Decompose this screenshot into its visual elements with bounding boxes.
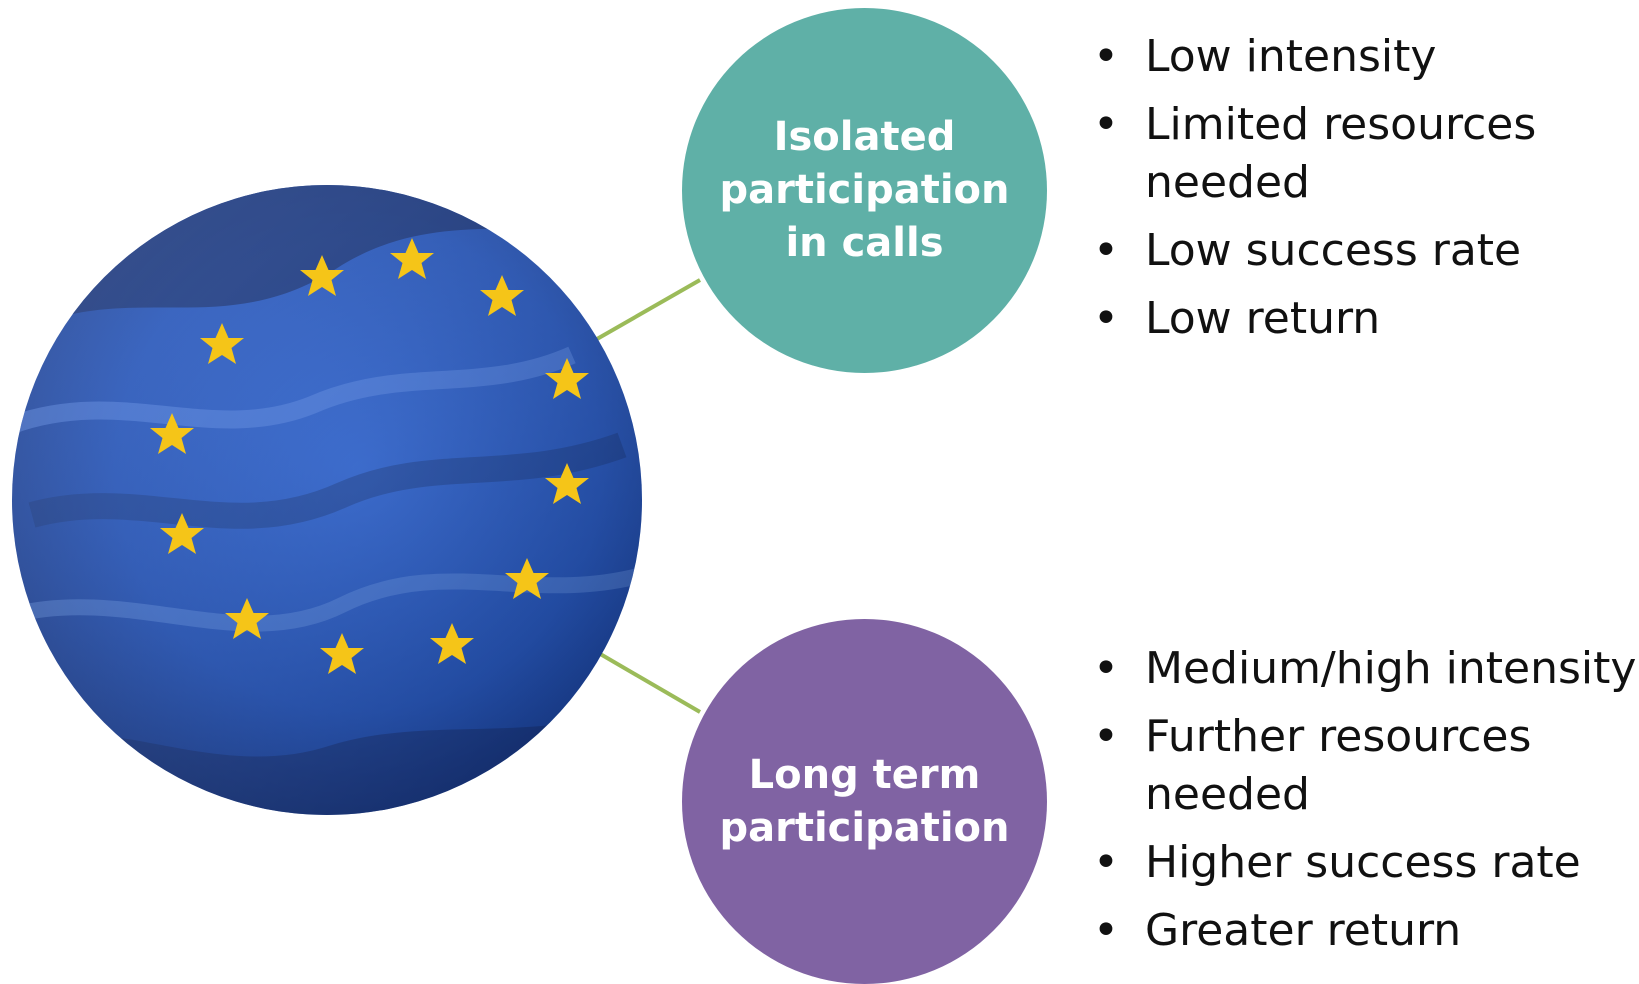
- isolated-participation-label: Isolated participation in calls: [719, 114, 1010, 266]
- long-term-participation-node: Long term participation: [682, 619, 1047, 984]
- bullet-item: Medium/high intensity: [1085, 640, 1639, 698]
- long-term-participation-label: Long term participation: [719, 751, 1010, 851]
- bullet-item: Limited resources needed: [1085, 96, 1639, 212]
- bullet-item: Further resources needed: [1085, 708, 1639, 824]
- isolated-participation-node: Isolated participation in calls: [682, 8, 1047, 373]
- eu-flag-image: [12, 185, 642, 815]
- bullet-item: Low return: [1085, 290, 1639, 348]
- bullet-item: Greater return: [1085, 902, 1639, 960]
- connector-bottom: [588, 646, 702, 714]
- isolated-participation-bullets: Low intensity Limited resources needed L…: [1085, 28, 1639, 358]
- bullet-item: Low success rate: [1085, 222, 1639, 280]
- bullet-item: Higher success rate: [1085, 834, 1639, 892]
- bullet-item: Low intensity: [1085, 28, 1639, 86]
- long-term-participation-bullets: Medium/high intensity Further resources …: [1085, 640, 1639, 970]
- eu-flag-icon: [12, 185, 642, 815]
- connector-top: [589, 278, 701, 345]
